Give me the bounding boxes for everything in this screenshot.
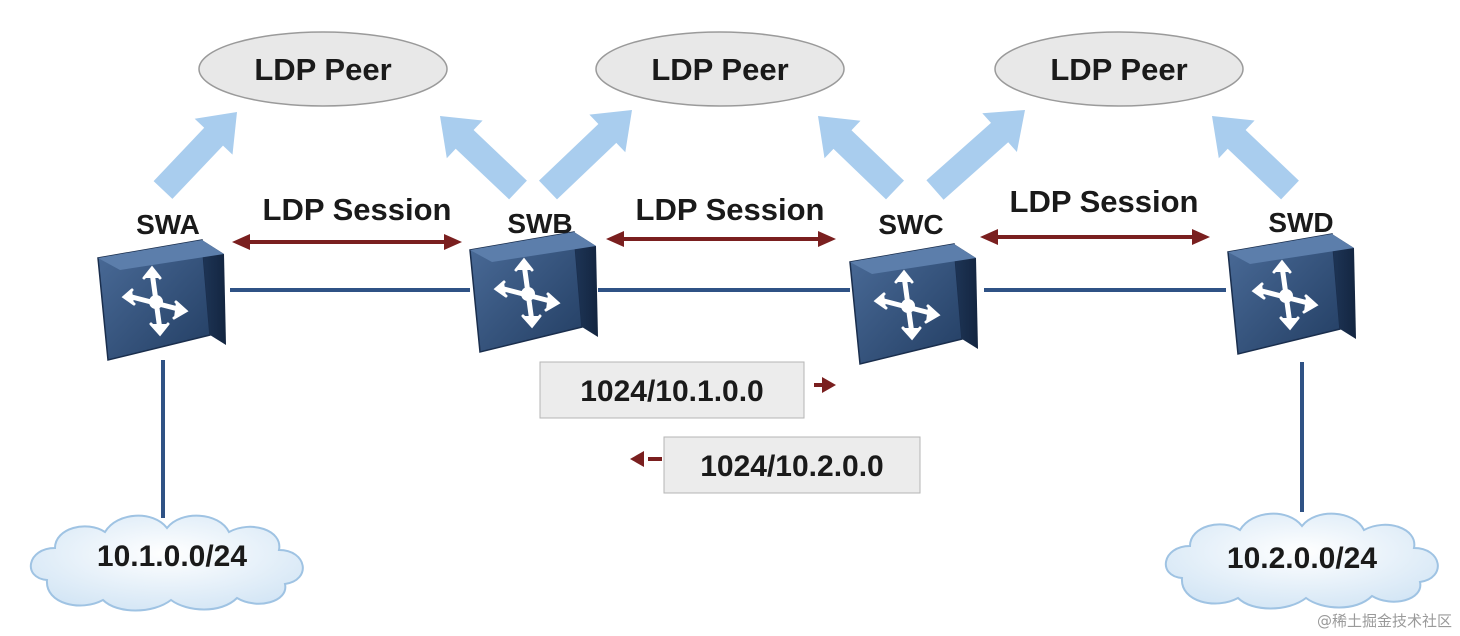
ldp-peer-label: LDP Peer bbox=[1050, 52, 1187, 87]
label-direction-arrowhead bbox=[630, 451, 644, 467]
ldp-session-label: LDP Session bbox=[1010, 184, 1199, 219]
peer-arrow-swa bbox=[153, 112, 237, 199]
ldp-peer-ellipse bbox=[595, 31, 845, 107]
peer-arrow-swb-right bbox=[539, 110, 632, 200]
peer-arrow-swd bbox=[1212, 116, 1299, 200]
ldp-session-label: LDP Session bbox=[263, 192, 452, 227]
switch-label-swb: SWB bbox=[507, 208, 572, 239]
label-box bbox=[663, 436, 921, 494]
router-switch-icon bbox=[850, 244, 978, 364]
session-arrowhead-left bbox=[606, 231, 624, 247]
ldp-peer-label: LDP Peer bbox=[254, 52, 391, 87]
router-switch-icon bbox=[470, 232, 598, 352]
ldp-session-arrow bbox=[606, 231, 836, 247]
session-arrowhead-left bbox=[980, 229, 998, 245]
peer-arrow-swc-right bbox=[926, 110, 1025, 200]
switch-label-swc: SWC bbox=[878, 209, 943, 240]
router-switch-icon bbox=[1228, 234, 1356, 354]
peer-arrow-swc-left bbox=[818, 116, 904, 200]
session-arrowhead-right bbox=[1192, 229, 1210, 245]
network-label: 10.2.0.0/24 bbox=[1227, 542, 1377, 575]
session-arrowhead-right bbox=[444, 234, 462, 250]
peer-arrow-swb-left bbox=[440, 116, 527, 200]
session-arrowhead-right bbox=[818, 231, 836, 247]
network-cloud bbox=[1164, 512, 1439, 610]
label-box-text: 1024/10.1.0.0 bbox=[580, 375, 764, 408]
watermark-text: @稀土掘金技术社区 bbox=[1317, 612, 1452, 630]
label-box bbox=[539, 361, 805, 419]
switch-label-swd: SWD bbox=[1268, 207, 1333, 238]
network-cloud bbox=[29, 514, 304, 612]
ldp-peer-label: LDP Peer bbox=[651, 52, 788, 87]
ldp-peer-ellipse bbox=[994, 31, 1244, 107]
cloud-shape bbox=[1164, 512, 1439, 610]
label-direction-arrowhead bbox=[822, 377, 836, 393]
ldp-peer-ellipse bbox=[198, 31, 448, 107]
ldp-session-arrow bbox=[232, 234, 462, 250]
session-arrowhead-left bbox=[232, 234, 250, 250]
router-switch-icon bbox=[98, 240, 226, 360]
ldp-session-arrow bbox=[980, 229, 1210, 245]
ldp-session-label: LDP Session bbox=[636, 192, 825, 227]
network-label: 10.1.0.0/24 bbox=[97, 540, 247, 573]
switch-label-swa: SWA bbox=[136, 209, 200, 240]
label-box-text: 1024/10.2.0.0 bbox=[700, 450, 884, 483]
cloud-shape bbox=[29, 514, 304, 612]
